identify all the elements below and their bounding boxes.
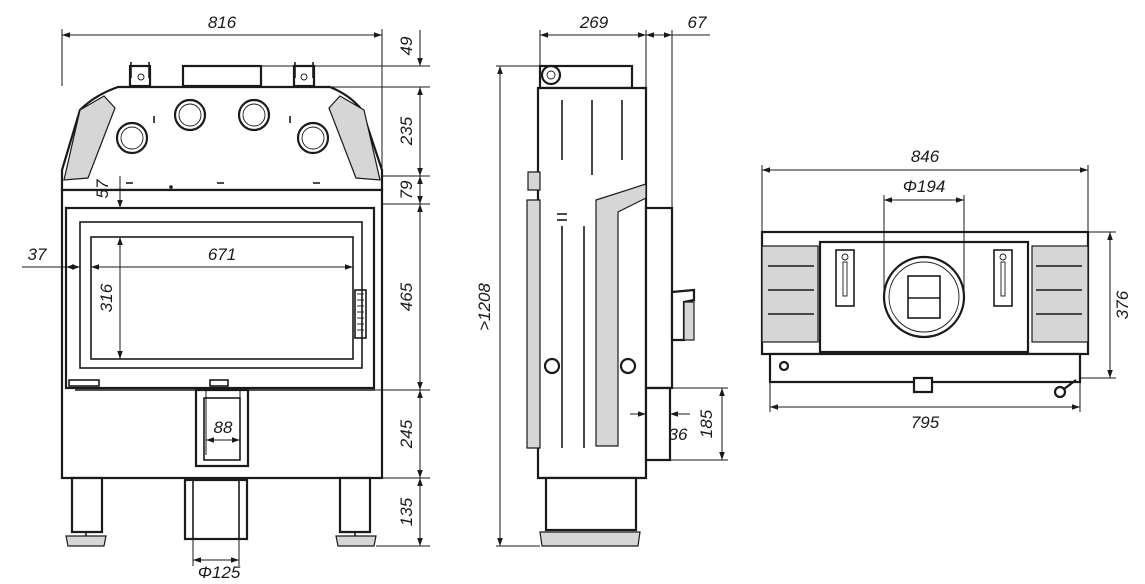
side-internal-rails [557, 100, 623, 448]
dim-glass-height: 316 [97, 283, 116, 312]
dim-band-height: 79 [397, 180, 416, 199]
dim-handle-depth: 36 [669, 425, 688, 444]
dim-leg-height: 135 [397, 497, 416, 526]
dim-lower-height: 245 [397, 419, 416, 449]
dim-side-depth: 269 [579, 13, 609, 32]
dim-glass-margin-top: 57 [93, 179, 112, 198]
top-flange [181, 64, 263, 88]
side-leg [544, 476, 638, 532]
side-dimensions [496, 30, 728, 547]
dim-handle-offset: 67 [688, 13, 707, 32]
hood-ports [115, 98, 330, 155]
hood-left-plate [63, 95, 116, 181]
top-dimension-labels: 846 Φ194 376 795 [903, 147, 1132, 432]
left-leg [70, 476, 104, 534]
door-glass [90, 236, 354, 360]
left-mounting-lug [128, 62, 152, 88]
dim-top-depth: 376 [1113, 290, 1132, 319]
side-view [526, 64, 696, 547]
dim-door-height: 465 [397, 282, 416, 311]
dim-flue-diameter: Φ194 [903, 177, 946, 196]
right-foot [335, 535, 377, 547]
top-view [760, 230, 1090, 399]
hood-markers [126, 116, 320, 189]
top-flue-collar [882, 255, 966, 339]
side-dimension-labels: 269 67 >1208 185 36 [475, 13, 716, 444]
dim-glass-margin-left: 37 [28, 245, 47, 264]
side-air-inlet [644, 386, 672, 462]
top-right-panel [1031, 245, 1089, 343]
side-door-handle [670, 288, 696, 342]
left-foot [65, 535, 107, 547]
right-mounting-lug [292, 62, 316, 88]
door-handle [354, 289, 367, 339]
right-leg [338, 476, 372, 534]
top-dimensions [761, 165, 1116, 412]
top-front-details [778, 360, 1077, 399]
air-duct [183, 478, 249, 541]
dim-handle-height: 185 [697, 409, 716, 438]
top-left-panel [761, 245, 819, 343]
dim-glass-width: 671 [208, 245, 236, 264]
side-rear-panel [526, 199, 541, 449]
top-panel-ribs [768, 265, 1082, 315]
top-right-damper [993, 249, 1013, 307]
dim-top-base-width: 795 [911, 413, 940, 432]
dim-front-total-width: 816 [208, 13, 237, 32]
dim-top-gap: 49 [397, 36, 416, 55]
door-hinge [68, 379, 229, 387]
side-bracket-top [527, 171, 541, 191]
dim-air-duct-diameter: Φ125 [198, 563, 241, 582]
side-door-frame [644, 206, 674, 390]
door-inner-frame [79, 221, 363, 369]
hood-right-plate [328, 95, 381, 181]
side-foot [539, 531, 641, 547]
dim-air-inlet-width: 88 [214, 418, 233, 437]
top-left-damper [835, 249, 855, 307]
dim-hood-height: 235 [397, 116, 416, 146]
side-lifting-eye [540, 64, 562, 86]
dim-top-total-width: 846 [911, 147, 940, 166]
front-dimension-labels: 816 49 235 79 465 245 135 57 316 671 37 … [28, 13, 416, 582]
front-dimensions [22, 29, 430, 566]
dim-total-height: >1208 [475, 283, 494, 331]
